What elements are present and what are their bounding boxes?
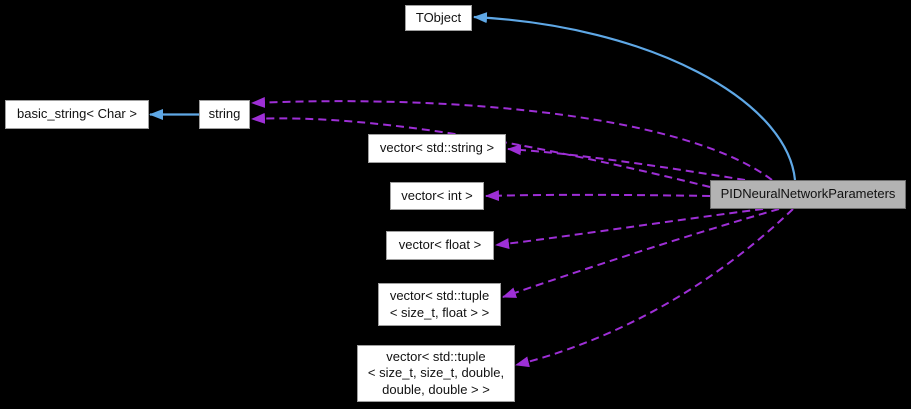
node-vector-std-string-label: vector< std::string > — [379, 140, 495, 156]
edge-main-to-vector-std-string — [507, 144, 746, 181]
node-pid-neural-network-parameters[interactable]: PIDNeuralNetworkParameters — [710, 180, 906, 209]
node-vector-tuple-5-label: vector< std::tuple < size_t, size_t, dou… — [367, 348, 505, 397]
edge-main-to-vector-tuple-float — [502, 208, 780, 298]
node-basic-string-char[interactable]: basic_string< Char > — [5, 100, 149, 129]
node-string-label: string — [208, 106, 241, 122]
node-vector-int[interactable]: vector< int > — [390, 182, 484, 210]
node-vector-float-label: vector< float > — [398, 237, 482, 253]
node-tobject-label: TObject — [415, 9, 462, 25]
edge-main-to-vector-float — [495, 208, 764, 250]
node-vector-tuple-5[interactable]: vector< std::tuple < size_t, size_t, dou… — [357, 345, 515, 402]
node-basic-string-char-label: basic_string< Char > — [17, 106, 137, 122]
node-vector-tuple-size-t-float[interactable]: vector< std::tuple < size_t, float > > — [378, 283, 501, 326]
node-vector-tuple-size-t-float-label: vector< std::tuple < size_t, float > > — [389, 287, 490, 320]
node-vector-float[interactable]: vector< float > — [386, 231, 494, 260]
edge-main-to-string-1 — [251, 96, 773, 181]
node-tobject[interactable]: TObject — [405, 5, 472, 31]
node-vector-int-label: vector< int > — [401, 187, 473, 203]
edge-main-to-tobject — [473, 12, 797, 181]
edge-main-to-string-2 — [251, 112, 711, 188]
edge-main-to-vector-int — [485, 190, 711, 202]
node-pid-neural-network-parameters-label: PIDNeuralNetworkParameters — [720, 186, 896, 202]
node-string[interactable]: string — [199, 100, 250, 129]
edge-main-to-vector-tuple-5 — [515, 208, 794, 368]
node-vector-std-string[interactable]: vector< std::string > — [368, 134, 506, 163]
